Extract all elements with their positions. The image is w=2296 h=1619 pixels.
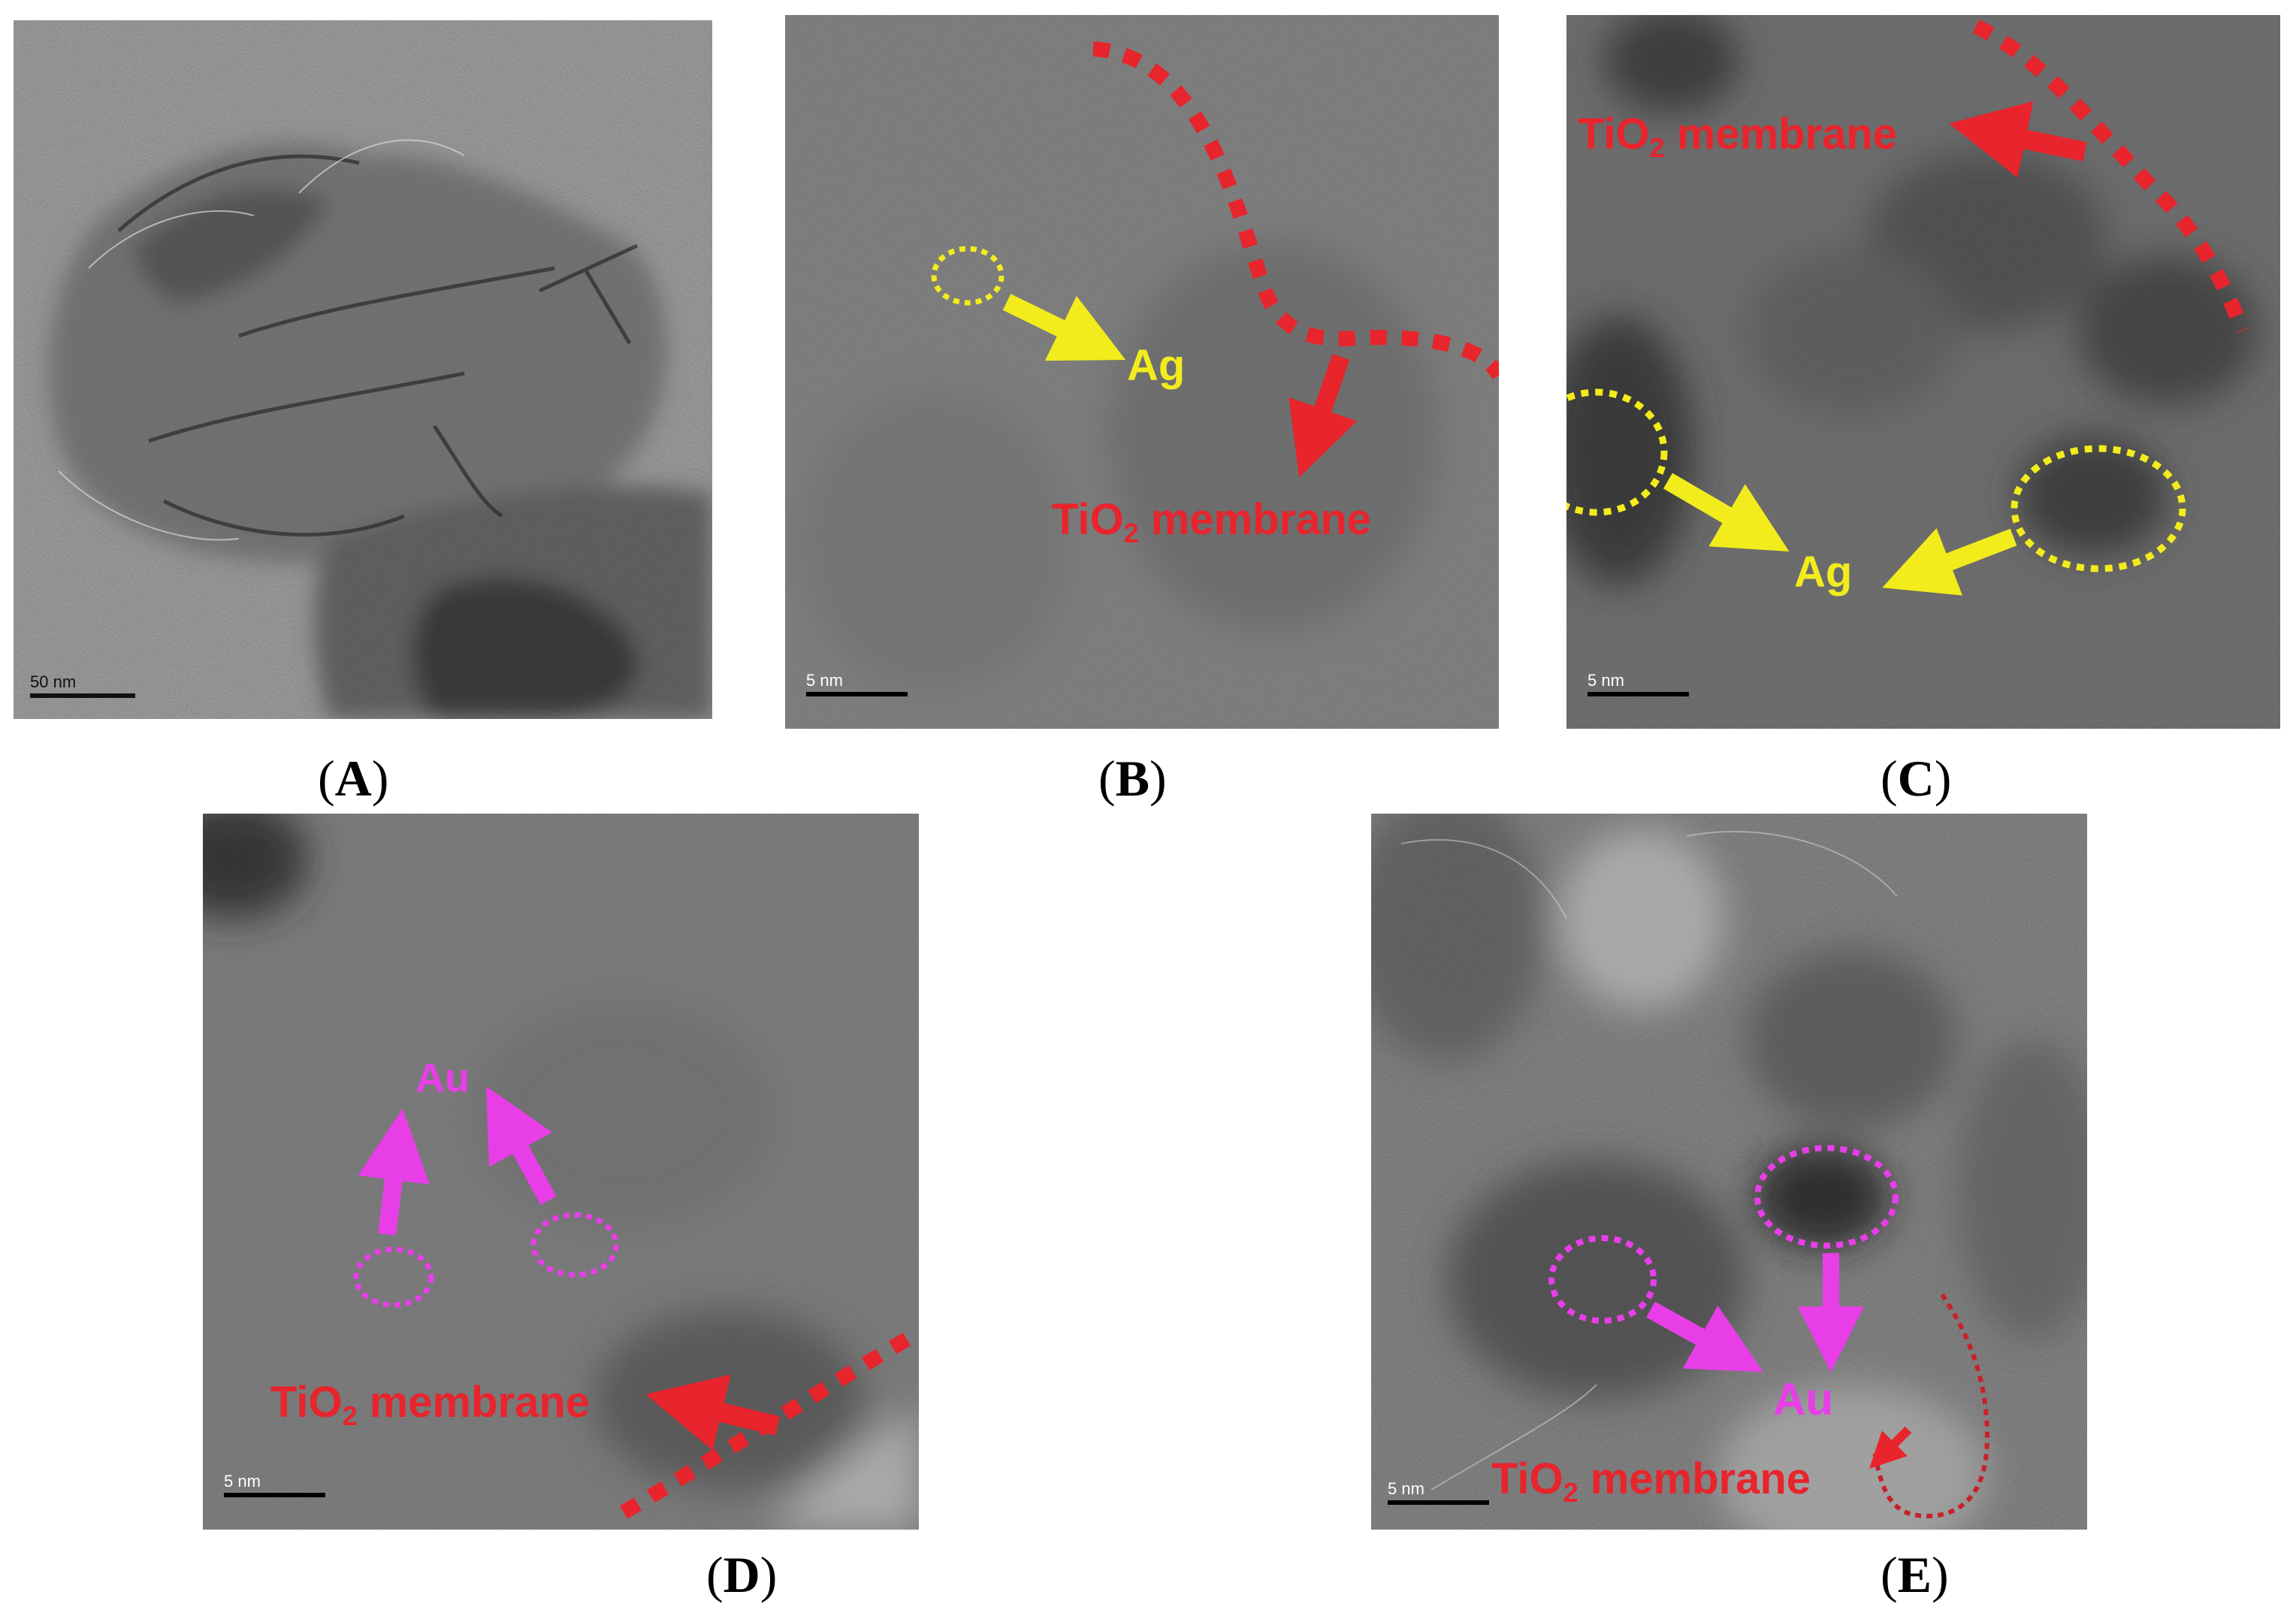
au-label: Au: [415, 1056, 470, 1101]
au-particle-outline-right: [530, 1212, 619, 1278]
annotations-c: [1566, 19, 2250, 596]
ag-particle-outline: [931, 246, 1005, 306]
scale-bar-label: 50 nm: [30, 672, 77, 691]
caption-d: (D): [706, 1549, 777, 1600]
scale-bar-line: [224, 1493, 325, 1497]
caption-e: (E): [1881, 1549, 1949, 1600]
membrane-boundary: [1872, 1293, 1990, 1519]
annotations-d: [353, 1086, 919, 1519]
caption-b: (B): [1098, 753, 1167, 804]
au-label: Au: [1773, 1374, 1833, 1424]
scale-bar-c: 5 nm: [1588, 672, 1689, 696]
caption-paren-open: (: [1881, 1546, 1898, 1603]
ag-arrow: [1002, 294, 1126, 361]
scale-bar-line: [1388, 1500, 1489, 1505]
caption-paren-open: (: [1881, 750, 1898, 807]
membrane-boundary: [1972, 19, 2250, 334]
membrane-arrow: [1869, 1426, 1912, 1469]
caption-letter: E: [1897, 1546, 1932, 1603]
membrane-label-suffix: membrane: [1138, 495, 1372, 544]
membrane-label-prefix: TiO: [270, 1378, 343, 1427]
membrane-label: TiO2 membrane: [1578, 113, 1897, 162]
membrane-label: TiO2 membrane: [270, 1381, 590, 1430]
caption-letter: B: [1115, 750, 1150, 807]
membrane-label-prefix: TiO: [1491, 1454, 1563, 1503]
annotations-e: [1548, 1145, 1990, 1519]
scale-bar-a: 50 nm: [30, 674, 135, 698]
scale-bar-line: [806, 692, 908, 696]
au-arrow-left: [358, 1108, 430, 1236]
au-arrow-right: [486, 1086, 557, 1205]
caption-letter: A: [334, 750, 372, 807]
hrtem-image-b: [785, 15, 1499, 729]
scale-bar-e: 5 nm: [1388, 1481, 1489, 1505]
caption-paren-close: ): [1932, 1546, 1949, 1603]
membrane-label-subscript: 2: [342, 1400, 358, 1431]
ag-particle-outline-right: [2011, 445, 2186, 572]
caption-paren-open: (: [318, 750, 335, 807]
membrane-label-suffix: membrane: [1578, 1454, 1811, 1503]
au-particle-outline-left: [353, 1246, 434, 1308]
membrane-label-suffix: membrane: [357, 1378, 591, 1427]
membrane-boundary: [1092, 41, 1499, 380]
scale-bar-label: 5 nm: [1388, 1479, 1424, 1498]
membrane-arrow: [645, 1374, 781, 1451]
ag-arrow-left: [1663, 473, 1790, 552]
scale-bar-label: 5 nm: [224, 1472, 261, 1491]
scale-bar-b: 5 nm: [806, 672, 908, 696]
au-particle-outline-right: [1754, 1145, 1899, 1249]
caption-paren-close: ): [760, 1546, 778, 1603]
caption-c: (C): [1881, 753, 1951, 804]
membrane-arrow: [1288, 354, 1358, 478]
au-particle-outline-left: [1548, 1235, 1657, 1324]
caption-paren-open: (: [706, 1546, 724, 1603]
hrtem-image-c: [1566, 15, 2280, 729]
panel-c-tem-image: TiO2 membrane Ag 5 nm: [1566, 15, 2280, 729]
ag-label: Ag: [1127, 341, 1186, 390]
panel-a-tem-image: 50 nm: [14, 20, 712, 719]
panel-e-tem-image: Au TiO2 membrane 5 nm: [1371, 814, 2087, 1530]
au-arrow-left: [1646, 1301, 1763, 1373]
membrane-label-suffix: membrane: [1664, 110, 1898, 159]
caption-letter: D: [723, 1546, 760, 1603]
caption-paren-close: ): [1934, 750, 1952, 807]
caption-letter: C: [1897, 750, 1935, 807]
membrane-label-subscript: 2: [1563, 1476, 1578, 1508]
scale-bar-line: [1588, 692, 1689, 696]
hrtem-image-e: [1371, 814, 2087, 1530]
ag-arrow-right: [1882, 527, 2017, 596]
scale-bar-line: [30, 693, 135, 698]
membrane-label-prefix: TiO: [1052, 495, 1124, 544]
caption-a: (A): [318, 753, 388, 804]
membrane-label: TiO2 membrane: [1052, 498, 1371, 547]
scale-bar-label: 5 nm: [1588, 671, 1624, 690]
scale-bar-label: 5 nm: [806, 671, 843, 690]
panel-d-tem-image: Au TiO2 membrane 5 nm: [203, 814, 919, 1530]
ag-label: Ag: [1794, 548, 1853, 597]
panel-b-tem-image: Ag TiO2 membrane 5 nm: [785, 15, 1499, 729]
membrane-arrow: [1949, 101, 2087, 178]
scale-bar-d: 5 nm: [224, 1473, 325, 1497]
membrane-label-prefix: TiO: [1578, 110, 1650, 159]
membrane-label-subscript: 2: [1649, 131, 1665, 163]
ag-particle-outline-left: [1566, 388, 1668, 516]
tem-low-mag-image: [14, 20, 712, 719]
annotations-b: [931, 41, 1499, 478]
membrane-label: TiO2 membrane: [1491, 1457, 1811, 1506]
caption-paren-close: ): [1150, 750, 1167, 807]
membrane-label-subscript: 2: [1123, 517, 1139, 548]
caption-paren-open: (: [1098, 750, 1116, 807]
caption-paren-close: ): [371, 750, 389, 807]
